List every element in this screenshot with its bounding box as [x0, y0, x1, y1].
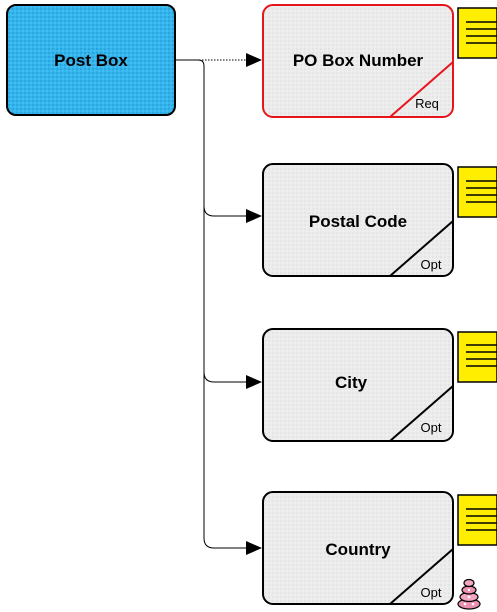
node-po-box-number-body [262, 4, 454, 118]
node-postal-code-badge: Opt [421, 257, 442, 272]
node-city-label: City [335, 373, 368, 392]
note-icon[interactable] [457, 331, 497, 383]
note-icon[interactable] [457, 166, 497, 218]
node-po-box-number-corner-line [389, 61, 454, 118]
node-post-box-label: Post Box [54, 51, 128, 70]
connector-to-postal-code [203, 205, 246, 217]
connectors [175, 59, 246, 549]
node-po-box-number-badge: Req [415, 96, 439, 111]
connector-root-trunk [175, 59, 238, 549]
node-city-corner-line [389, 385, 454, 442]
node-city-body [262, 328, 454, 442]
node-city[interactable]: City Opt [262, 328, 454, 442]
arrow-to-city [246, 375, 262, 389]
connector-arrows [246, 53, 262, 555]
note-icon[interactable] [457, 494, 497, 546]
connector-to-city [203, 371, 246, 383]
node-post-box[interactable]: Post Box [6, 4, 176, 116]
stacked-layers-icon[interactable] [457, 578, 481, 610]
node-city-badge: Opt [421, 420, 442, 435]
node-postal-code-body [262, 163, 454, 277]
arrow-to-po-box-number [246, 53, 262, 67]
arrow-to-postal-code [246, 209, 262, 223]
node-country-badge: Opt [421, 585, 442, 600]
node-postal-code[interactable]: Postal Code Opt [262, 163, 454, 277]
node-post-box-body [6, 4, 176, 116]
node-postal-code-label: Postal Code [309, 212, 407, 231]
node-country-corner-line [389, 548, 454, 605]
note-icon[interactable] [457, 7, 497, 59]
node-po-box-number-label: PO Box Number [293, 51, 424, 70]
node-country-body [262, 491, 454, 605]
node-country[interactable]: Country Opt [262, 491, 454, 605]
arrow-to-country [246, 541, 262, 555]
node-po-box-number[interactable]: PO Box Number Req [262, 4, 454, 118]
node-country-label: Country [325, 540, 391, 559]
node-postal-code-corner-line [389, 220, 454, 277]
